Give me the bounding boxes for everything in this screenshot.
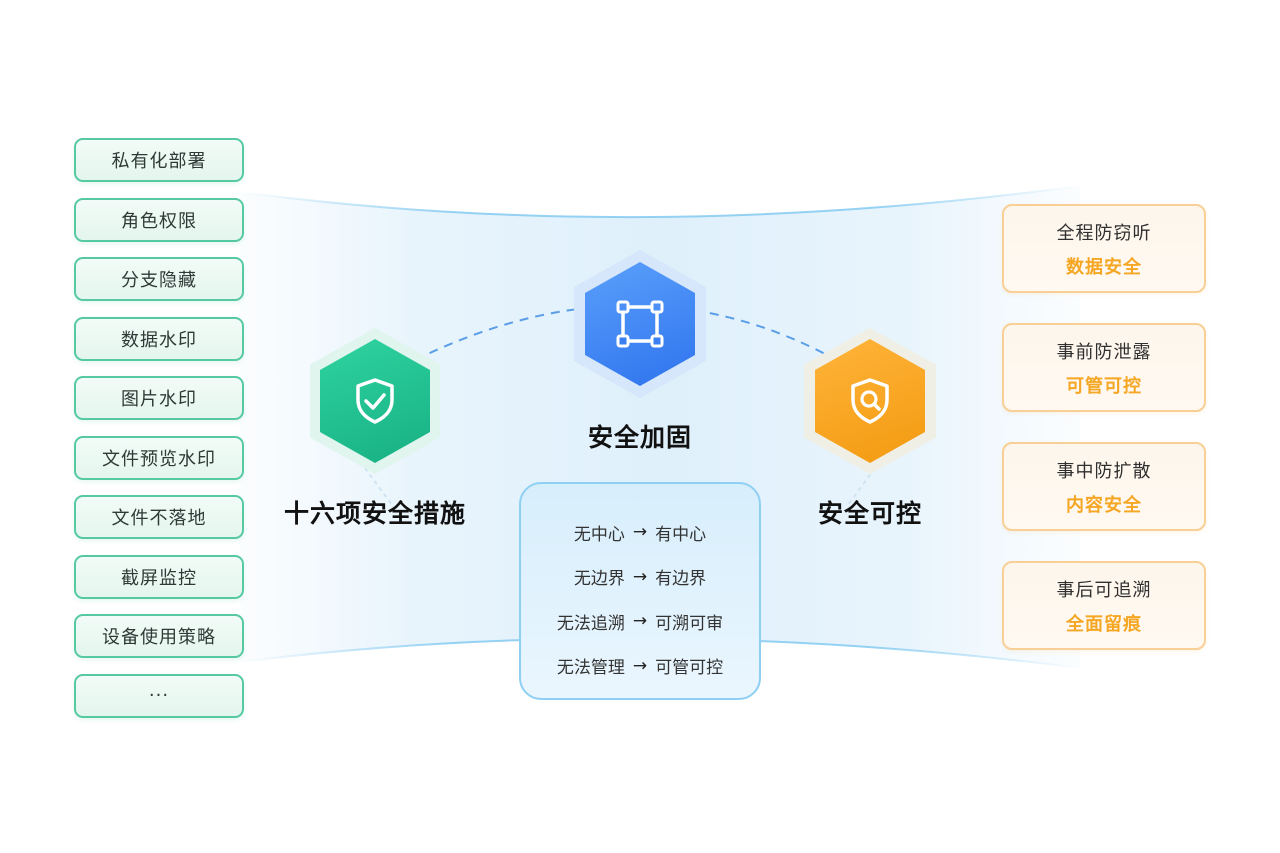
list-item: 截屏监控 [74, 554, 244, 599]
to-text: 可管可控 [655, 658, 724, 679]
transform-row: 无中心 → 有中心 [521, 510, 759, 555]
list-item: 图片水印 [74, 376, 244, 420]
control-card: 事前防泄露 可管可控 [1002, 323, 1206, 412]
card-title: 事后可追溯 [1056, 579, 1152, 601]
list-item: 文件不落地 [74, 495, 244, 539]
list-item: 文件预览水印 [74, 435, 244, 480]
from-text: 无中心 [573, 524, 625, 545]
from-text: 无边界 [573, 569, 625, 590]
from-text: 无法管理 [556, 658, 625, 679]
control-card: 事中防扩散 内容安全 [1002, 442, 1206, 531]
shield-search-icon [851, 378, 889, 424]
list-item: 角色权限 [74, 197, 244, 242]
list-item: 设备使用策略 [74, 614, 244, 658]
feature-list: 私有化部署 角色权限 分支隐藏 数据水印 图片水印 文件预览水印 文件不落地 截… [74, 138, 244, 733]
transformation-panel: 无中心 → 有中心 无边界 → 有边界 无法追溯 → 可溯可审 无法管理 → 可… [519, 482, 761, 700]
card-subtitle: 内容安全 [1066, 494, 1142, 516]
card-subtitle: 全面留痕 [1066, 613, 1142, 635]
card-subtitle: 可管可控 [1066, 375, 1142, 397]
security-hardening-label: 安全加固 [587, 423, 692, 452]
security-control-label: 安全可控 [817, 499, 922, 528]
transform-row: 无法管理 → 可管可控 [521, 644, 759, 689]
to-text: 可溯可审 [655, 613, 724, 634]
arrow-right-icon: → [632, 655, 648, 676]
arrow-right-icon: → [632, 566, 648, 587]
list-item: 数据水印 [74, 316, 244, 361]
security-control-node [804, 328, 936, 474]
shield-check-icon [356, 378, 394, 424]
to-text: 有中心 [655, 524, 707, 545]
card-title: 全程防窃听 [1056, 222, 1152, 244]
list-item: 分支隐藏 [74, 257, 244, 301]
security-measures-label: 十六项安全措施 [283, 499, 466, 528]
card-title: 事中防扩散 [1056, 460, 1152, 482]
control-card-list: 全程防窃听 数据安全 事前防泄露 可管可控 事中防扩散 内容安全 事后可追溯 全… [1002, 204, 1206, 680]
security-hardening-node [574, 250, 706, 398]
transform-row: 无边界 → 有边界 [521, 555, 759, 600]
from-text: 无法追溯 [556, 613, 625, 634]
arrow-right-icon: → [632, 522, 648, 543]
transform-row: 无法追溯 → 可溯可审 [521, 599, 759, 644]
list-item: ··· [74, 673, 244, 718]
control-card: 全程防窃听 数据安全 [1002, 204, 1206, 293]
list-item: 私有化部署 [74, 138, 244, 182]
to-text: 有边界 [655, 569, 707, 590]
card-title: 事前防泄露 [1056, 341, 1152, 363]
security-measures-node [310, 328, 440, 474]
frame-select-icon [616, 300, 664, 348]
card-subtitle: 数据安全 [1066, 256, 1142, 278]
control-card: 事后可追溯 全面留痕 [1002, 561, 1206, 650]
arrow-right-icon: → [632, 611, 648, 632]
